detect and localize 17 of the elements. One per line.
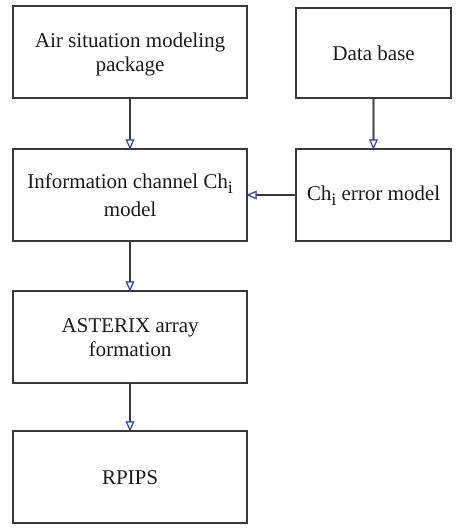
arrow [126,99,134,149]
process-box [12,430,248,524]
arrow [126,242,134,291]
box-label: Air situation modeling package [34,28,226,76]
process-box [295,7,452,99]
process-box [12,5,248,99]
process-box [295,148,452,242]
process-box [12,290,248,384]
box-label: Data base [331,40,416,66]
arrow [126,384,134,431]
box-label: Information channel Ch$_{i}$ model [26,168,234,222]
box-label: RPIPS [100,464,160,490]
process-box [12,148,248,242]
box-label: Ch$_{i}$ error model [306,180,442,210]
box-label: ASTERIX array formation [60,312,200,362]
arrow [247,190,295,200]
arrow [369,99,378,149]
